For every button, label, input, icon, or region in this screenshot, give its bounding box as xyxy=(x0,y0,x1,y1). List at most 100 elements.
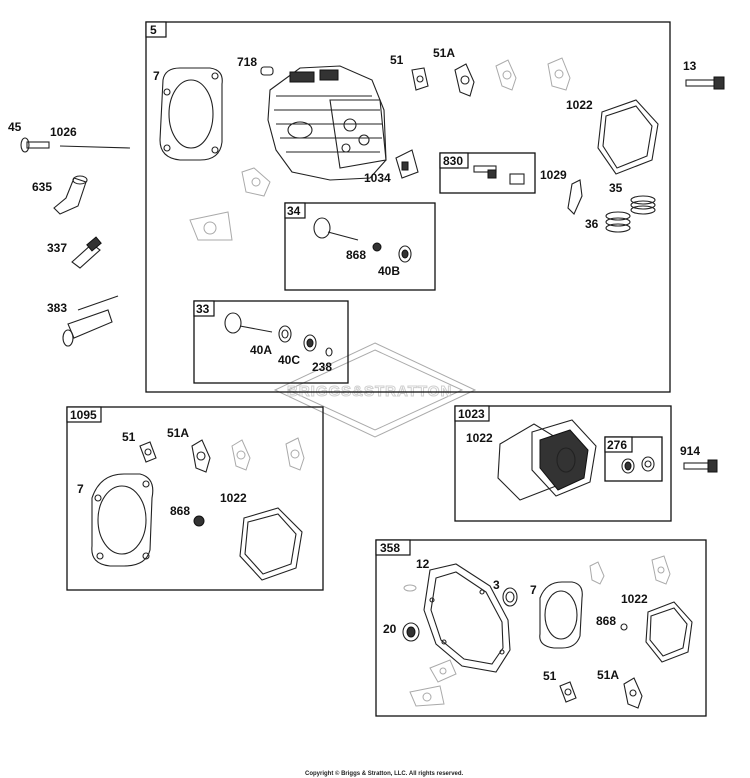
head-gasket-7-1095[interactable] xyxy=(91,473,154,567)
spark-plug-337[interactable] xyxy=(71,236,102,269)
gasket-ghost-10 xyxy=(409,685,445,707)
gasket-ghost-6 xyxy=(285,437,305,471)
gasket-ghost-1 xyxy=(495,59,517,91)
cylinder-head[interactable] xyxy=(267,65,387,181)
assembly-box-34[interactable]: 34 868 40B xyxy=(284,202,436,291)
assembly-box-33[interactable]: 33 40A 40C 238 xyxy=(193,300,349,384)
callout-13: 13 xyxy=(683,59,697,73)
gasket-ghost-4 xyxy=(189,211,233,241)
gasket-51A-1095[interactable] xyxy=(191,439,211,473)
seat-40A[interactable] xyxy=(278,325,292,343)
callout-635: 635 xyxy=(32,180,52,194)
callout-1022-1023: 1022 xyxy=(466,431,493,445)
callout-40B: 40B xyxy=(378,264,400,278)
spring-36[interactable] xyxy=(605,211,631,233)
callout-51-358: 51 xyxy=(543,669,557,683)
callout-1034: 1034 xyxy=(364,171,391,185)
bracket-1034[interactable] xyxy=(395,149,419,179)
callout-3: 3 xyxy=(493,578,500,592)
seal-868-358[interactable] xyxy=(620,623,628,631)
callout-7: 7 xyxy=(153,69,160,83)
callout-40C: 40C xyxy=(278,353,300,367)
callout-40A: 40A xyxy=(250,343,272,357)
part-635[interactable] xyxy=(53,175,88,215)
callout-1022-1095: 1022 xyxy=(220,491,247,505)
seal-20[interactable] xyxy=(402,622,420,642)
gasket-51A-358[interactable] xyxy=(623,677,643,709)
assembly-box-1095[interactable]: 1095 xyxy=(66,406,324,591)
part-238[interactable] xyxy=(325,347,333,357)
retainer-40B[interactable] xyxy=(398,245,412,263)
callout-868-358: 868 xyxy=(596,614,616,628)
seal-868-1095[interactable] xyxy=(193,515,205,527)
o-ring-small xyxy=(403,584,417,592)
copyright-text: Copyright © Briggs & Stratton, LLC. All … xyxy=(305,770,464,777)
callout-1026: 1026 xyxy=(50,125,77,139)
part-45[interactable] xyxy=(20,137,50,153)
rocker-stud-830[interactable] xyxy=(473,165,525,185)
box-label-5: 5 xyxy=(150,23,157,37)
callout-383: 383 xyxy=(47,301,67,315)
gasket-ghost-8 xyxy=(651,555,671,585)
assembly-box-830[interactable]: 830 xyxy=(439,152,536,194)
box-label-358: 358 xyxy=(380,541,400,555)
head-gasket-7-358[interactable] xyxy=(539,581,583,649)
box-label-276: 276 xyxy=(607,438,627,452)
washer-276[interactable] xyxy=(621,456,655,474)
retainer-40C[interactable] xyxy=(303,334,317,352)
gasket-51-1095[interactable] xyxy=(139,441,157,463)
assembly-box-5[interactable]: 5 xyxy=(145,21,671,393)
callout-718: 718 xyxy=(237,55,257,69)
callout-51A-1095: 51A xyxy=(167,426,189,440)
callout-51: 51 xyxy=(390,53,404,67)
gasket-ghost-3 xyxy=(241,167,271,197)
watermark-logo: BRIGGS&STRATTON xyxy=(273,342,477,438)
head-gasket-7[interactable] xyxy=(159,67,223,161)
spring-35[interactable] xyxy=(630,195,656,215)
gasket-ghost-5 xyxy=(231,439,251,471)
callout-35: 35 xyxy=(609,181,623,195)
seal-3[interactable] xyxy=(502,587,518,607)
callout-1022-358: 1022 xyxy=(621,592,648,606)
assembly-box-276[interactable]: 276 xyxy=(604,436,663,482)
gasket-51[interactable] xyxy=(411,67,429,91)
gasket-51A[interactable] xyxy=(454,63,475,97)
callout-238: 238 xyxy=(312,360,332,374)
dowel-pin-718[interactable] xyxy=(260,66,274,76)
seal-868[interactable] xyxy=(372,242,382,252)
box-label-1095: 1095 xyxy=(70,408,97,422)
callout-51-1095: 51 xyxy=(122,430,136,444)
box-label-33: 33 xyxy=(196,302,210,316)
callout-45: 45 xyxy=(8,120,22,134)
rocker-cover-gasket-1022-1095[interactable] xyxy=(239,507,303,581)
callout-1029: 1029 xyxy=(540,168,567,182)
gasket-ghost-7 xyxy=(589,561,605,585)
gasket-51-358[interactable] xyxy=(559,681,577,703)
crankcase-gasket-12[interactable] xyxy=(423,563,511,673)
callout-12: 12 xyxy=(416,557,430,571)
callout-7-358: 7 xyxy=(530,583,537,597)
callout-337: 337 xyxy=(47,241,67,255)
part-383[interactable] xyxy=(62,295,119,347)
callout-868-1095: 868 xyxy=(170,504,190,518)
valve-33[interactable] xyxy=(224,312,273,334)
rocker-cover-1023[interactable] xyxy=(497,419,597,501)
bolt-914[interactable] xyxy=(683,459,718,473)
box-label-34: 34 xyxy=(287,204,301,218)
rocker-cover-gasket-1022[interactable] xyxy=(597,99,659,175)
box-label-830: 830 xyxy=(443,154,463,168)
callout-868: 868 xyxy=(346,248,366,262)
gasket-ghost-2 xyxy=(547,57,571,91)
push-rod-1026[interactable] xyxy=(59,145,131,149)
bolt-13[interactable] xyxy=(685,76,725,90)
rocker-cover-gasket-1022-358[interactable] xyxy=(645,601,693,663)
callout-51A-358: 51A xyxy=(597,668,619,682)
valve-34[interactable] xyxy=(313,217,359,241)
callout-7-1095: 7 xyxy=(77,482,84,496)
callout-914: 914 xyxy=(680,444,700,458)
assembly-box-1023[interactable]: 1023 xyxy=(454,405,672,522)
assembly-box-358[interactable]: 358 xyxy=(375,539,707,717)
rocker-arm-1029[interactable] xyxy=(567,179,583,215)
callout-51A: 51A xyxy=(433,46,455,60)
